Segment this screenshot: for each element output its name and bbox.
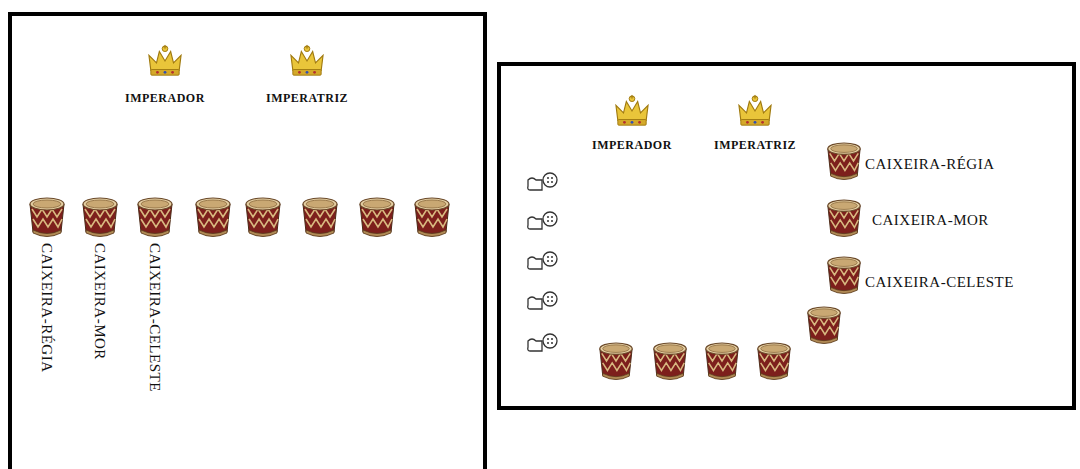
people [528, 173, 557, 351]
drum-label: CAIXEIRA-MOR [872, 212, 989, 229]
crowns [149, 45, 771, 125]
drum-label: CAIXEIRA-RÉGIA [39, 243, 56, 372]
right-frame [499, 64, 1074, 408]
drum-label: CAIXEIRA-RÉGIA [865, 156, 994, 173]
left-frame [10, 14, 485, 469]
crown-label: IMPERATRIZ [266, 92, 348, 105]
crown-label: IMPERATRIZ [714, 139, 796, 152]
crown-label: IMPERADOR [125, 92, 205, 105]
crown-label: IMPERADOR [592, 139, 672, 152]
drum-label: CAIXEIRA-CELESTE [147, 243, 164, 392]
drum-label: CAIXEIRA-CELESTE [865, 274, 1014, 291]
drum-label: CAIXEIRA-MOR [92, 243, 109, 360]
